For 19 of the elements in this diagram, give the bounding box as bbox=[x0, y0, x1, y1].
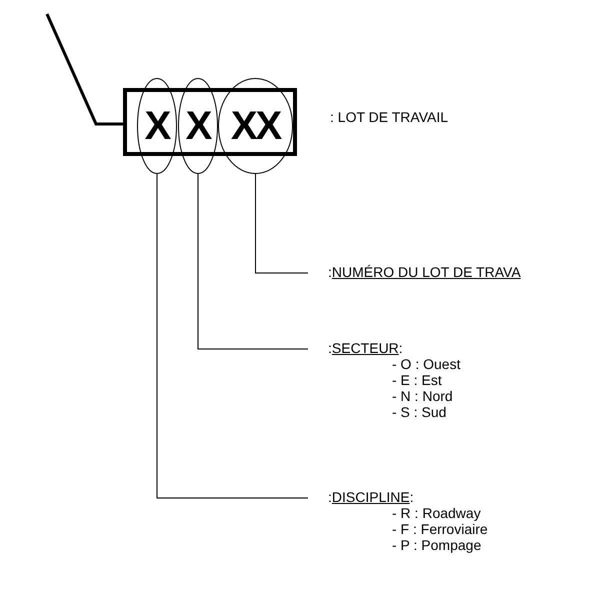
code-box bbox=[123, 88, 297, 156]
code-letters: X bbox=[184, 106, 212, 146]
code-item: - O : Ouest bbox=[391, 356, 460, 372]
code-item: - E : Est bbox=[391, 372, 443, 388]
code-item: - R : Roadway bbox=[391, 505, 482, 521]
leader-line bbox=[46, 13, 123, 126]
field-heading: :DISCIPLINE: bbox=[328, 489, 415, 505]
code-item: - P : Pompage bbox=[391, 537, 482, 553]
code-item: - S : Sud bbox=[391, 404, 448, 420]
code-item: - F : Ferroviaire bbox=[391, 521, 488, 537]
field-label: : LOT DE TRAVAIL bbox=[330, 109, 448, 125]
field-heading: :NUMÉRO DU LOT DE TRAVA bbox=[328, 264, 521, 280]
code-item: - N : Nord bbox=[391, 388, 454, 404]
code-letters: XX bbox=[230, 106, 282, 146]
leader-line bbox=[255, 174, 308, 274]
code-letters: X bbox=[144, 106, 172, 146]
leader-line bbox=[198, 174, 308, 350]
field-heading: :SECTEUR: bbox=[328, 340, 404, 356]
leader-line bbox=[156, 174, 308, 498]
